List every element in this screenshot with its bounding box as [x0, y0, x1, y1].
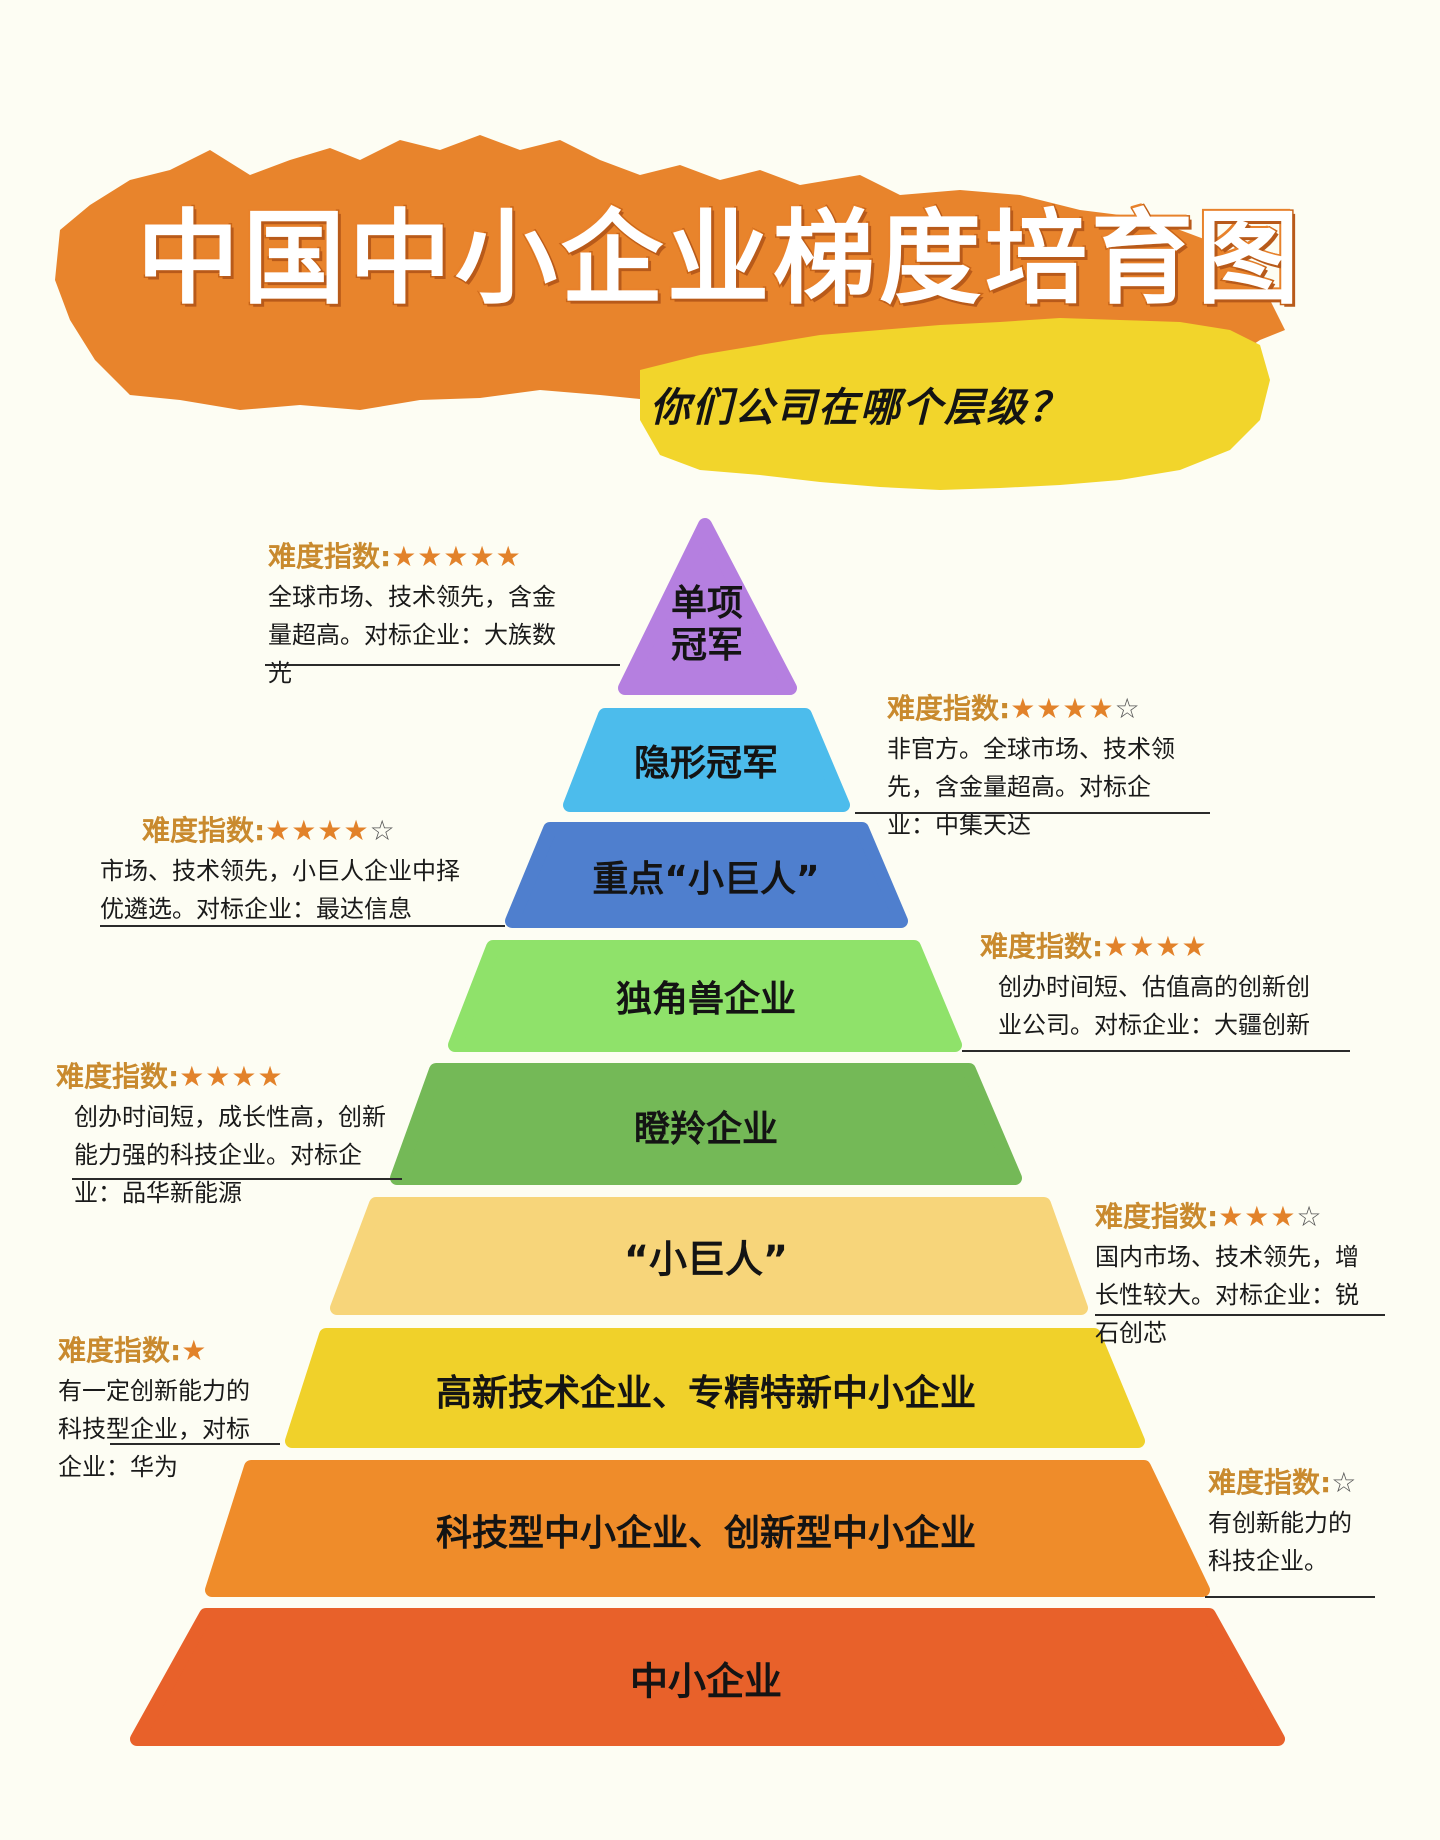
star-rating-icon: ★★★★ — [1010, 692, 1115, 725]
difficulty-heading: 难度指数:★★★★ — [56, 1056, 436, 1098]
tier-5-shape — [390, 1063, 1022, 1185]
difficulty-heading: 难度指数:★★★★★ — [268, 536, 608, 578]
annotation-underline — [72, 1178, 402, 1180]
annotation-underline — [110, 1443, 280, 1445]
difficulty-label: 难度指数: — [58, 1334, 182, 1367]
star-rating-icon: ★★★★ — [265, 814, 370, 847]
annotation-text: 非官方。全球市场、技术领 先，含金量超高。对标企 业：中集天达 — [887, 735, 1175, 839]
tier-label-sme: 中小企业 — [629, 1659, 783, 1704]
annotation-underline — [962, 1050, 1350, 1052]
star-rating-icon: ★★★★ — [1103, 930, 1208, 963]
star-rating-icon: ★★★★★ — [391, 540, 522, 573]
annotation-high-tech: 难度指数:★ 有一定创新能力的 科技型企业，对标 企业：华为 — [58, 1330, 318, 1486]
tier-label-little-giant: “小巨人” — [624, 1237, 788, 1282]
difficulty-heading: 难度指数:☆ — [1208, 1462, 1428, 1504]
annotation-text: 有创新能力的 科技企业。 — [1208, 1509, 1352, 1575]
tier-label-key-little-giant: 重点“小巨人” — [592, 859, 820, 900]
star-rating-icon: ★★★★ — [179, 1060, 284, 1093]
annotation-underline — [1205, 1596, 1375, 1598]
tier-label-tech-sme: 科技型中小企业、创新型中小企业 — [435, 1513, 977, 1554]
annotation-underline — [855, 812, 1210, 814]
annotation-unicorn: 难度指数:★★★★ 创办时间短、估值高的创新创 业公司。对标企业：大疆创新 — [980, 926, 1360, 1044]
difficulty-label: 难度指数: — [268, 540, 392, 573]
annotation-key-little-giant: 难度指数:★★★★☆ 市场、技术领先，小巨人企业中择 优遴选。对标企业：最达信息 — [100, 810, 520, 928]
tier-label-single-champion: 单项 冠军 — [670, 583, 744, 666]
tier-2-shape — [563, 708, 850, 812]
annotation-single-champion: 难度指数:★★★★★ 全球市场、技术领先，含金 量超高。对标企业：大族数 光 — [268, 536, 608, 692]
star-rating-icon: ★★★ — [1218, 1200, 1297, 1233]
tier-4-shape — [448, 940, 962, 1052]
difficulty-label: 难度指数: — [1208, 1466, 1332, 1499]
annotation-text: 创办时间短、估值高的创新创 业公司。对标企业：大疆创新 — [998, 973, 1310, 1039]
annotation-tech-sme: 难度指数:☆ 有创新能力的 科技企业。 — [1208, 1462, 1428, 1580]
tier-8-shape — [205, 1460, 1210, 1597]
difficulty-label: 难度指数: — [980, 930, 1104, 963]
empty-star-icon: ☆ — [369, 814, 396, 847]
difficulty-heading: 难度指数:★★★★☆ — [887, 688, 1227, 730]
difficulty-heading: 难度指数:★ — [58, 1330, 318, 1372]
tier-3-shape — [505, 822, 908, 928]
empty-star-icon: ☆ — [1331, 1466, 1358, 1499]
title-brush-background — [55, 135, 1285, 490]
tier-label-unicorn: 独角兽企业 — [615, 979, 797, 1020]
difficulty-label: 难度指数: — [1095, 1200, 1219, 1233]
tier-label-high-tech: 高新技术企业、专精特新中小企业 — [435, 1373, 977, 1414]
annotation-text: 全球市场、技术领先，含金 量超高。对标企业：大族数 光 — [268, 583, 556, 687]
tier-7-shape — [285, 1328, 1145, 1448]
tier-9-shape — [130, 1608, 1285, 1746]
tier-label-hidden-champion: 隐形冠军 — [633, 743, 779, 784]
empty-star-icon: ☆ — [1114, 692, 1141, 725]
difficulty-heading: 难度指数:★★★☆ — [1095, 1196, 1425, 1238]
difficulty-label: 难度指数: — [56, 1060, 180, 1093]
annotation-text: 创办时间短，成长性高，创新 能力强的科技企业。对标企 业：品华新能源 — [74, 1103, 386, 1207]
annotation-underline — [1095, 1314, 1385, 1316]
tier-1-shape — [618, 518, 797, 695]
star-rating-icon: ★ — [181, 1334, 208, 1367]
annotation-underline — [265, 664, 620, 666]
difficulty-label: 难度指数: — [142, 814, 266, 847]
difficulty-heading: 难度指数:★★★★☆ — [100, 810, 520, 852]
annotation-text: 有一定创新能力的 科技型企业，对标 企业：华为 — [58, 1377, 250, 1481]
tier-6-shape — [330, 1197, 1088, 1315]
difficulty-label: 难度指数: — [887, 692, 1011, 725]
annotation-little-giant: 难度指数:★★★☆ 国内市场、技术领先，增 长性较大。对标企业：锐 石创芯 — [1095, 1196, 1425, 1352]
annotation-text: 市场、技术领先，小巨人企业中择 优遴选。对标企业：最达信息 — [100, 857, 460, 923]
difficulty-heading: 难度指数:★★★★ — [980, 926, 1360, 968]
page-title: 中国中小企业梯度培育图 — [136, 200, 1303, 319]
annotation-hidden-champion: 难度指数:★★★★☆ 非官方。全球市场、技术领 先，含金量超高。对标企 业：中集… — [887, 688, 1227, 844]
yellow-brush-stroke — [640, 318, 1270, 490]
annotation-gazelle: 难度指数:★★★★ 创办时间短，成长性高，创新 能力强的科技企业。对标企 业：品… — [56, 1056, 436, 1212]
empty-star-icon: ☆ — [1296, 1200, 1323, 1233]
tier-label-gazelle: 瞪羚企业 — [633, 1109, 779, 1150]
annotation-underline — [100, 925, 505, 927]
annotation-text: 国内市场、技术领先，增 长性较大。对标企业：锐 石创芯 — [1095, 1243, 1359, 1347]
page-subtitle: 你们公司在哪个层级？ — [650, 385, 1070, 431]
